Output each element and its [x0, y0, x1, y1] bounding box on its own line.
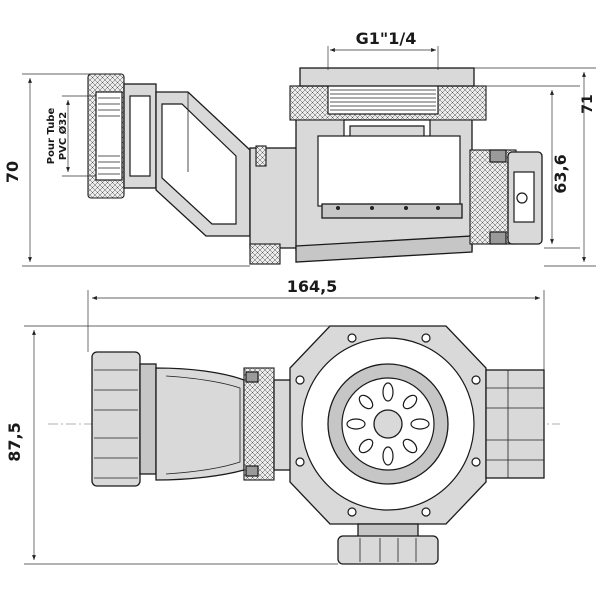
dimension-length: 164,5: [87, 277, 545, 372]
side-nut-bore: [95, 91, 123, 181]
top-ring-left: [139, 363, 157, 475]
dimension-height-mid: 63,6: [486, 85, 580, 249]
tube-note-line1: Pour Tube: [46, 108, 57, 165]
dimension-thread-label: G1"1/4: [356, 29, 417, 48]
top-nut-ribs: [94, 369, 138, 479]
side-clip-top: [255, 145, 267, 167]
dimension-height-mid-label: 63,6: [551, 154, 570, 193]
top-nut-left: [91, 351, 141, 487]
top-clip-tab-bottom: [245, 465, 259, 477]
side-elbow-inner: [161, 103, 237, 225]
side-body-base: [295, 235, 473, 263]
top-bottom-nut: [337, 535, 439, 565]
dimension-depth-label: 87,5: [5, 422, 24, 461]
dimension-thread: G1"1/4: [327, 29, 439, 70]
side-inner-rail: [321, 203, 463, 219]
dimension-depth: 87,5: [5, 325, 338, 565]
top-corner-bolts: [295, 333, 481, 517]
top-view: [48, 325, 560, 565]
side-view: [87, 67, 543, 265]
side-right-tab-bottom: [489, 231, 507, 245]
dimension-height-right: 71: [474, 67, 596, 267]
side-nut-grooves: [98, 97, 120, 175]
side-top-cap: [299, 67, 475, 87]
side-right-bolt: [516, 192, 528, 204]
top-collar: [273, 379, 293, 471]
side-thread-lines: [330, 85, 436, 111]
dimension-height-left-label: 70: [3, 161, 22, 183]
top-elbow-taper: [155, 367, 245, 481]
dimension-height-right-label: 71: [580, 94, 596, 113]
tube-note: Pour Tube PVC Ø32: [46, 95, 96, 177]
side-inlet-bore: [129, 95, 151, 177]
side-rail-bolts: [336, 206, 440, 210]
dimension-length-label: 164,5: [287, 277, 338, 296]
dimension-height-left: 70: [3, 73, 250, 267]
top-right-outlet: [485, 369, 545, 479]
side-right-tab-top: [489, 149, 507, 163]
top-elbow-inner: [165, 375, 241, 475]
top-strainer-slots: [346, 382, 430, 466]
top-clip-tab-top: [245, 371, 259, 383]
side-inner-chamber: [317, 135, 461, 207]
top-right-ribs: [486, 370, 544, 478]
side-clip-bottom: [249, 243, 281, 265]
tube-note-line2: PVC Ø32: [57, 112, 69, 160]
top-strainer-hub: [373, 409, 403, 439]
top-bottom-ribs: [359, 538, 417, 562]
top-clip: [243, 367, 275, 481]
